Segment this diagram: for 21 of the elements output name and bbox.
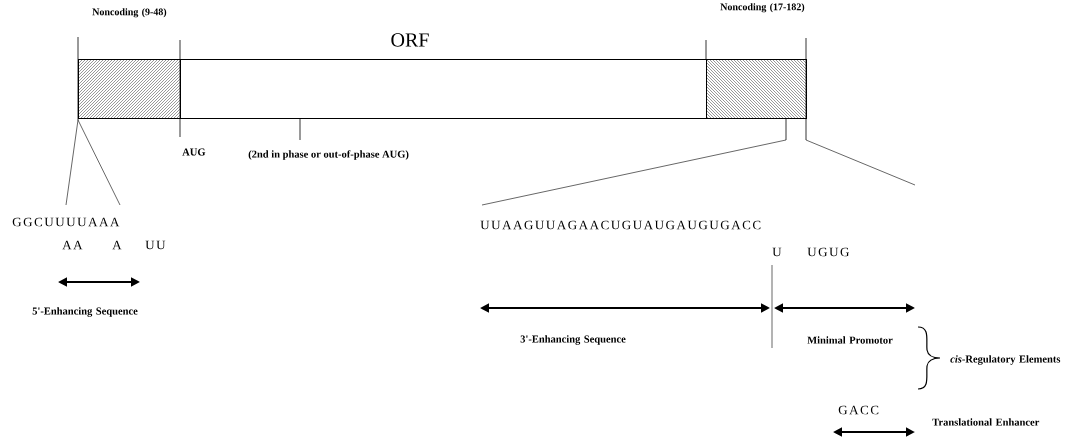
sequence-text: AA <box>62 240 83 250</box>
mrna-region: ORF <box>180 33 707 119</box>
sequence-text: UGUG <box>807 247 849 257</box>
mrna-region: Noncoding (17-182) <box>706 3 807 119</box>
sequence-text: GACC <box>838 405 879 415</box>
node-label: Noncoding (17-182) <box>720 3 805 13</box>
sequence-text: UU <box>145 240 166 250</box>
sequence-text: UUAAGUUAGAACUGUAUGAUGUGACC <box>480 220 761 230</box>
annotation-text: Minimal Promotor <box>807 336 893 344</box>
annotation-text: (2nd in phase or out-of-phase AUG) <box>248 150 409 160</box>
mrna-region: Noncoding (9-48) <box>78 8 181 119</box>
sequence-text: GGCUUUUAAA <box>12 217 120 227</box>
annotation-text: 5'-Enhancing Sequence <box>32 307 138 317</box>
node-label: ORF <box>391 33 429 47</box>
annotation-text: AUG <box>182 148 206 156</box>
annotation-text: Translational Enhancer <box>932 418 1040 426</box>
annotation-text: 3'-Enhancing Sequence <box>520 335 626 345</box>
sequence-text: A <box>112 240 122 250</box>
node-label: Noncoding (9-48) <box>92 8 167 18</box>
annotation-text: cis-Regulatory Elements <box>950 355 1061 365</box>
sequence-text: U <box>772 247 782 257</box>
